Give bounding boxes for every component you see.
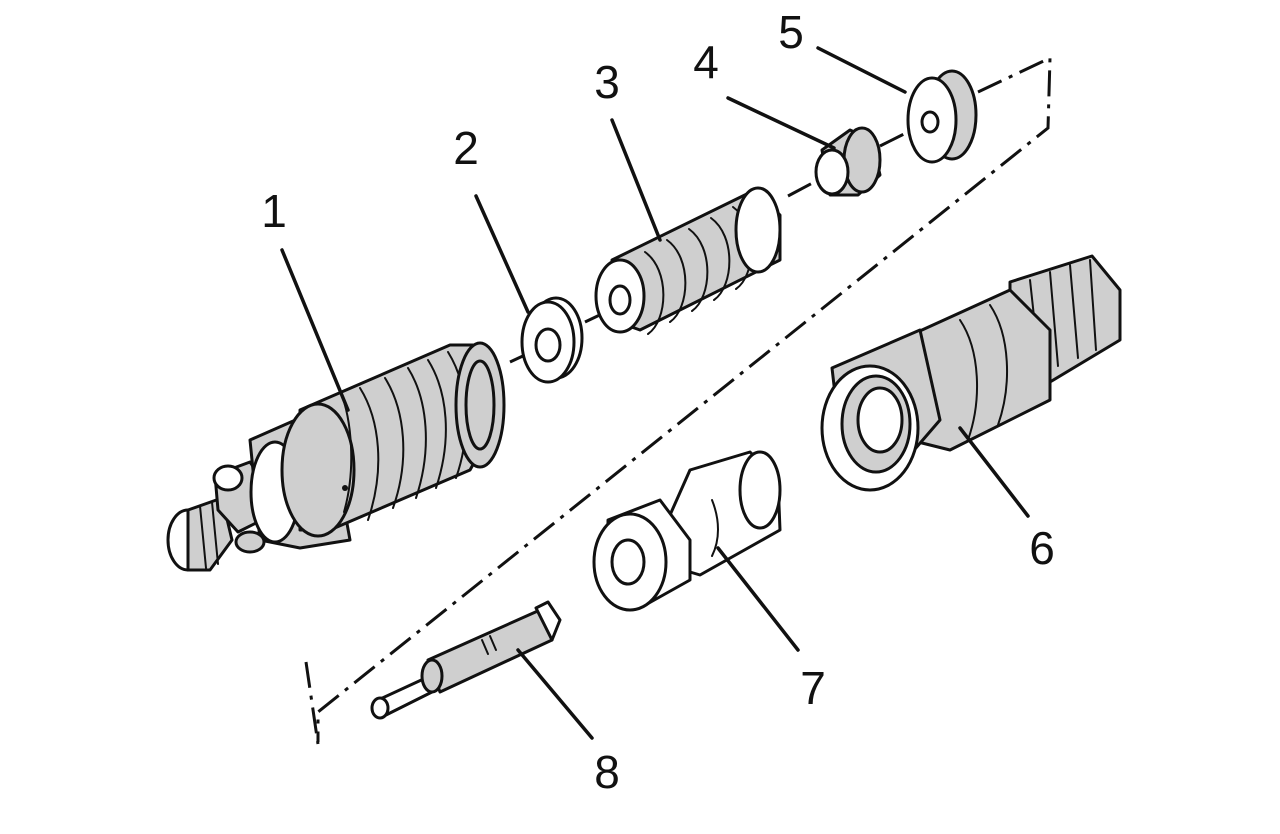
leader-6 <box>958 426 1030 518</box>
part-5-seal <box>906 69 978 164</box>
part-6-sleeve <box>820 254 1122 492</box>
part-2-washer <box>520 296 584 384</box>
part-4-cap <box>814 126 882 197</box>
leader-8 <box>516 648 594 740</box>
part-1-housing <box>166 341 506 572</box>
callout-3: 3 <box>594 56 620 108</box>
callout-6: 6 <box>1029 522 1055 574</box>
part-3-spring <box>594 186 782 335</box>
callout-labels: 1 2 3 4 5 6 7 8 <box>261 6 1055 798</box>
part-8-pin <box>370 600 562 720</box>
leader-1 <box>280 248 350 412</box>
callout-8: 8 <box>594 746 620 798</box>
callout-7: 7 <box>800 662 826 714</box>
leader-5 <box>816 46 907 94</box>
leader-2 <box>474 194 530 314</box>
callout-1: 1 <box>261 185 287 237</box>
callout-4: 4 <box>693 36 719 88</box>
part-7-bushing <box>592 450 782 612</box>
leader-4 <box>726 96 836 150</box>
leader-7 <box>716 546 800 652</box>
callout-2: 2 <box>453 122 479 174</box>
callout-5: 5 <box>778 6 804 58</box>
leader-lines <box>280 46 1030 740</box>
leader-3 <box>610 118 662 242</box>
